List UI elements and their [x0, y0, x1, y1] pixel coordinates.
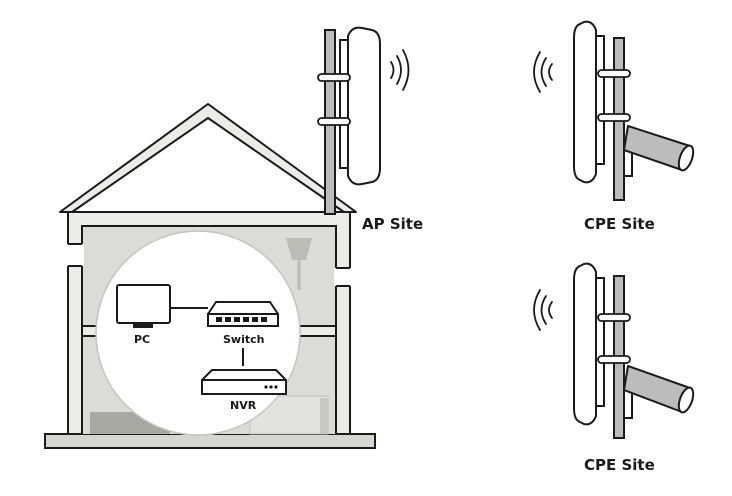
- nvr-label: NVR: [230, 399, 257, 412]
- pc-icon: [116, 284, 171, 328]
- cpe-site-2-label: CPE Site: [584, 456, 655, 474]
- wifi-signal-icon: [533, 51, 553, 93]
- switch-icon: [207, 301, 279, 327]
- cpe-site-1-label: CPE Site: [584, 215, 655, 233]
- antenna-icon: [317, 26, 381, 215]
- wifi-signal-icon: [533, 289, 553, 331]
- antenna-icon: [573, 262, 631, 439]
- zoom-circle: [95, 230, 301, 436]
- ap-site-label: AP Site: [362, 215, 423, 233]
- nvr-icon: [201, 369, 287, 395]
- wifi-signal-icon: [390, 49, 410, 91]
- pc-label: PC: [134, 333, 150, 346]
- switch-label: Switch: [223, 333, 264, 346]
- camera-icon: [623, 365, 695, 419]
- antenna-icon: [573, 20, 631, 201]
- camera-icon: [623, 125, 695, 177]
